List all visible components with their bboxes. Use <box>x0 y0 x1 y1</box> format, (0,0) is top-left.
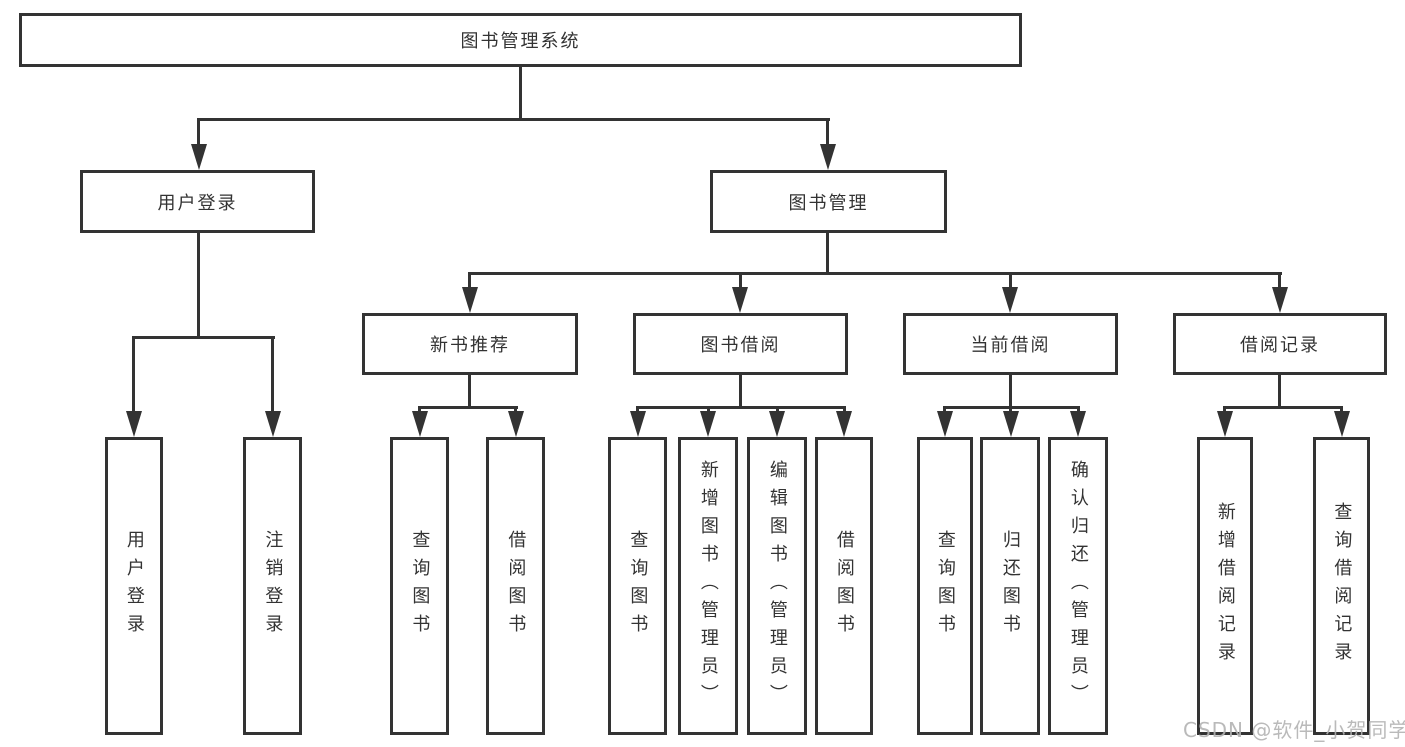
node-label: 查询借阅记录 <box>1331 502 1353 670</box>
arrow-down-icon <box>937 411 953 437</box>
arrow-down-icon <box>732 287 748 313</box>
node-label: 查询图书 <box>627 530 649 642</box>
node-label: 图书借阅 <box>700 335 781 356</box>
tree-node-new-book-recommend: 新书推荐 <box>362 313 578 375</box>
node-label: 确认归还（管理员） <box>1067 460 1089 712</box>
connector-line <box>776 406 779 414</box>
node-label: 图书管理系统 <box>460 31 581 52</box>
tree-node-leaf-query-borrow-record: 查询借阅记录 <box>1313 437 1370 735</box>
connector-line <box>197 233 200 338</box>
connector-line <box>132 336 135 414</box>
tree-node-book-management: 图书管理 <box>710 170 947 233</box>
tree-node-borrow-records: 借阅记录 <box>1173 313 1387 375</box>
node-label: 注销登录 <box>262 530 284 642</box>
node-label: 用户登录 <box>123 530 145 642</box>
tree-node-leaf-query-books-2: 查询图书 <box>608 437 667 735</box>
arrow-down-icon <box>412 411 428 437</box>
connector-line <box>468 272 471 290</box>
connector-line <box>1009 375 1012 408</box>
arrow-down-icon <box>1003 411 1019 437</box>
tree-node-leaf-user-login: 用户登录 <box>105 437 163 735</box>
watermark-text: CSDN @软件_小贺同学 <box>1183 718 1405 742</box>
node-label: 借阅图书 <box>833 530 855 642</box>
arrow-down-icon <box>1334 411 1350 437</box>
connector-line <box>468 272 1282 275</box>
tree-node-leaf-query-books-1: 查询图书 <box>390 437 449 735</box>
tree-node-leaf-borrow-books-1: 借阅图书 <box>486 437 545 735</box>
node-label: 新增借阅记录 <box>1214 502 1236 670</box>
arrow-down-icon <box>508 411 524 437</box>
connector-line <box>1278 375 1281 408</box>
tree-node-leaf-edit-book-admin: 编辑图书（管理员） <box>747 437 807 735</box>
tree-node-leaf-borrow-books-2: 借阅图书 <box>815 437 873 735</box>
node-label: 查询图书 <box>409 530 431 642</box>
tree-node-leaf-return-books: 归还图书 <box>980 437 1040 735</box>
arrow-down-icon <box>265 411 281 437</box>
tree-node-root: 图书管理系统 <box>19 13 1022 67</box>
connector-line <box>826 118 829 148</box>
tree-node-leaf-confirm-return-admin: 确认归还（管理员） <box>1048 437 1108 735</box>
tree-node-user-login: 用户登录 <box>80 170 315 233</box>
connector-line <box>1223 406 1343 409</box>
connector-line <box>1009 406 1012 414</box>
node-label: 编辑图书（管理员） <box>766 460 788 712</box>
connector-line <box>519 67 522 121</box>
connector-line <box>739 375 742 408</box>
connector-line <box>418 406 421 414</box>
connector-line <box>1278 272 1281 290</box>
arrow-down-icon <box>769 411 785 437</box>
arrow-down-icon <box>700 411 716 437</box>
connector-line <box>197 118 830 121</box>
node-label: 图书管理 <box>788 192 869 214</box>
arrow-down-icon <box>630 411 646 437</box>
arrow-down-icon <box>1272 287 1288 313</box>
tree-node-leaf-logout: 注销登录 <box>243 437 302 735</box>
connector-line <box>132 336 275 339</box>
node-label: 借阅记录 <box>1240 335 1320 356</box>
node-label: 归还图书 <box>999 530 1021 642</box>
connector-line <box>514 406 517 414</box>
tree-node-leaf-add-book-admin: 新增图书（管理员） <box>678 437 738 735</box>
arrow-down-icon <box>1217 411 1233 437</box>
connector-line <box>1009 272 1012 290</box>
arrow-down-icon <box>1002 287 1018 313</box>
connector-line <box>271 336 274 414</box>
arrow-down-icon <box>126 411 142 437</box>
tree-node-book-borrow: 图书借阅 <box>633 313 848 375</box>
node-label: 查询图书 <box>934 530 956 642</box>
tree-node-leaf-add-borrow-record: 新增借阅记录 <box>1197 437 1253 735</box>
arrow-down-icon <box>191 144 207 170</box>
tree-node-leaf-query-books-3: 查询图书 <box>917 437 973 735</box>
arrow-down-icon <box>1070 411 1086 437</box>
connector-line <box>1077 406 1080 414</box>
node-label: 当前借阅 <box>970 335 1051 356</box>
connector-line <box>636 406 639 414</box>
connector-line <box>843 406 846 414</box>
node-label: 新增图书（管理员） <box>697 460 719 712</box>
connector-line <box>468 375 471 408</box>
connector-line <box>418 406 518 409</box>
connector-line <box>1340 406 1343 414</box>
node-label: 用户登录 <box>157 192 238 214</box>
connector-line <box>826 233 829 274</box>
connector-line <box>636 406 846 409</box>
connector-line <box>943 406 946 414</box>
connector-line <box>1223 406 1226 414</box>
connector-line <box>707 406 710 414</box>
arrow-down-icon <box>462 287 478 313</box>
connector-line <box>739 272 742 290</box>
connector-line <box>197 118 200 148</box>
arrow-down-icon <box>820 144 836 170</box>
node-label: 借阅图书 <box>505 530 527 642</box>
node-label: 新书推荐 <box>430 335 510 356</box>
tree-node-current-borrow: 当前借阅 <box>903 313 1118 375</box>
arrow-down-icon <box>836 411 852 437</box>
